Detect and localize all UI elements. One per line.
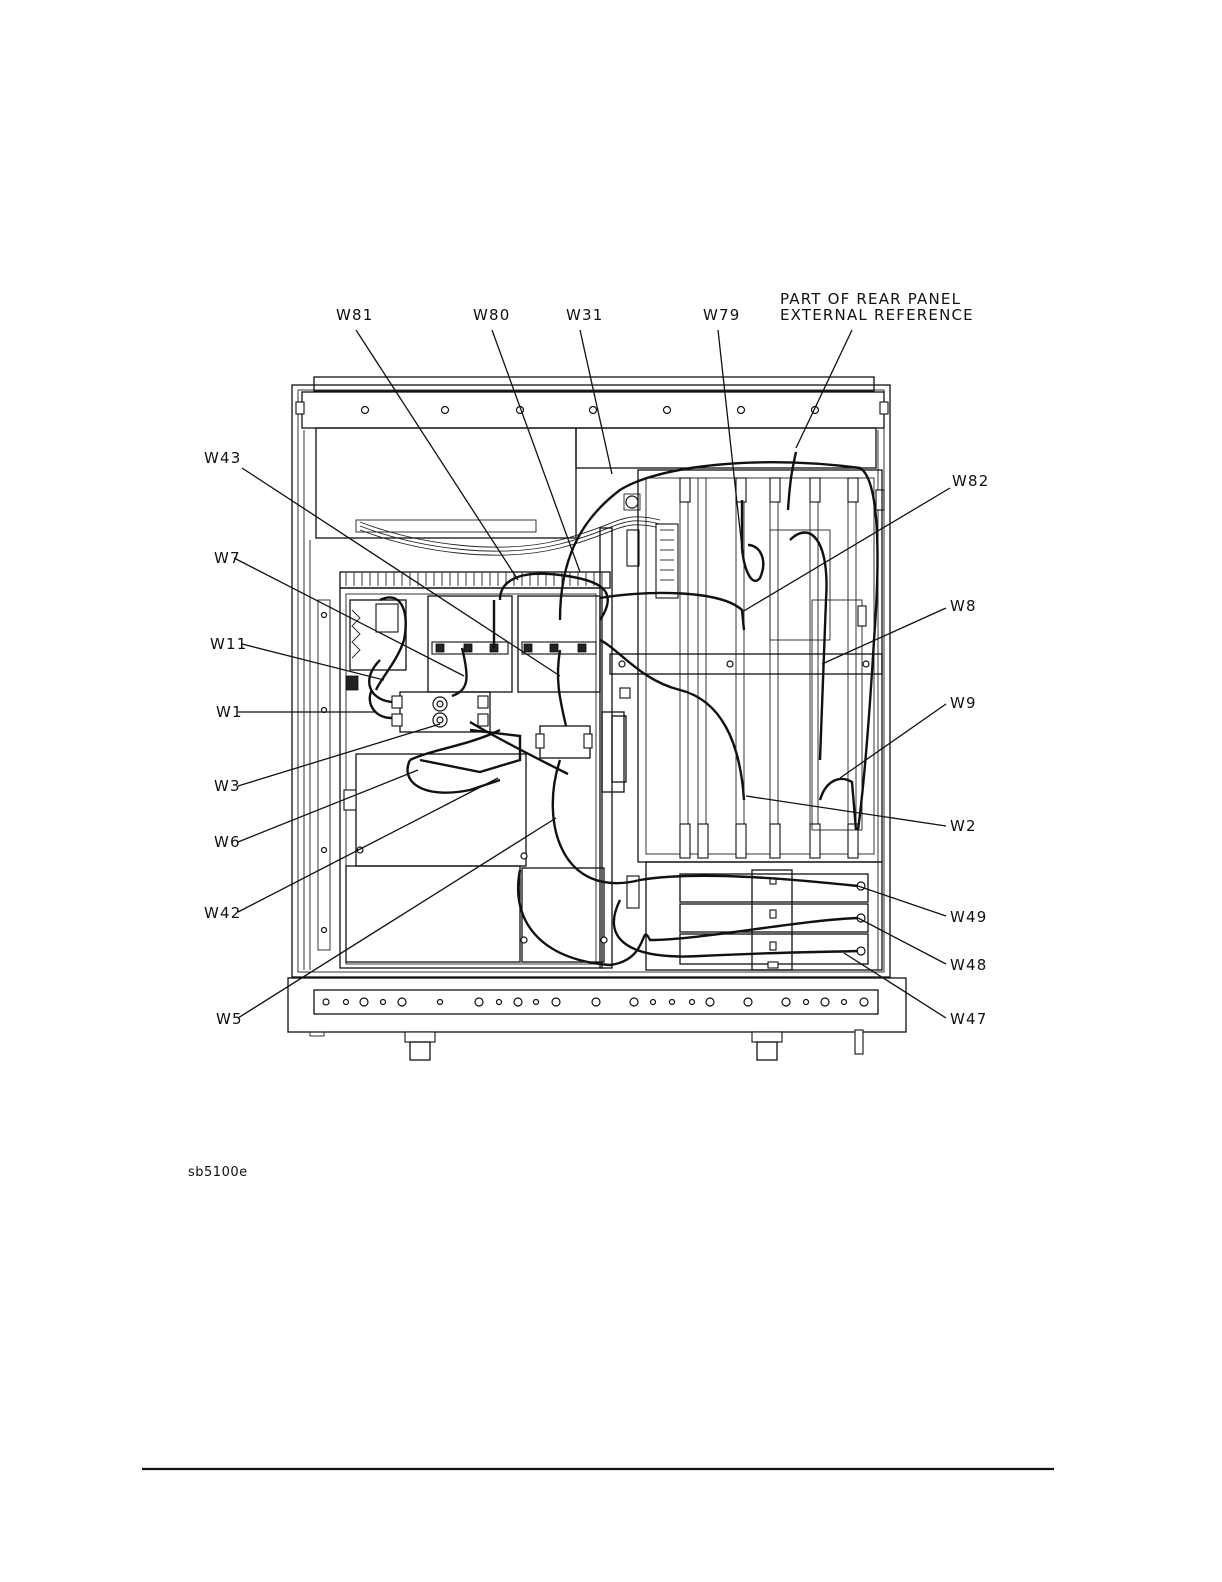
figure-id-label: sb5100e xyxy=(188,1165,248,1180)
callout-w2: W2 xyxy=(950,817,977,835)
callout-w42: W42 xyxy=(204,904,242,922)
source-assembly xyxy=(340,528,639,968)
callout-w47: W47 xyxy=(950,1010,988,1028)
callout-w11: W11 xyxy=(210,635,248,653)
callout-w49: W49 xyxy=(950,908,988,926)
callout-w48: W48 xyxy=(950,956,988,974)
card-cage xyxy=(610,470,882,970)
callout-w8: W8 xyxy=(950,597,977,615)
callout-w79: W79 xyxy=(703,306,741,324)
callout-w5: W5 xyxy=(216,1010,243,1028)
callout-w1: W1 xyxy=(216,703,243,721)
callout-rear-panel-line2: EXTERNAL REFERENCE xyxy=(780,306,974,324)
callout-w7: W7 xyxy=(214,549,241,567)
front-panel-holes xyxy=(323,998,868,1006)
callout-w82: W82 xyxy=(952,472,990,490)
callout-w81: W81 xyxy=(336,306,374,324)
callout-w31: W31 xyxy=(566,306,604,324)
callout-w6: W6 xyxy=(214,833,241,851)
card-slots xyxy=(680,478,858,858)
callout-w43: W43 xyxy=(204,449,242,467)
callout-w80: W80 xyxy=(473,306,511,324)
power-supply-assembly xyxy=(316,428,876,588)
callout-w9: W9 xyxy=(950,694,977,712)
callout-w3: W3 xyxy=(214,777,241,795)
